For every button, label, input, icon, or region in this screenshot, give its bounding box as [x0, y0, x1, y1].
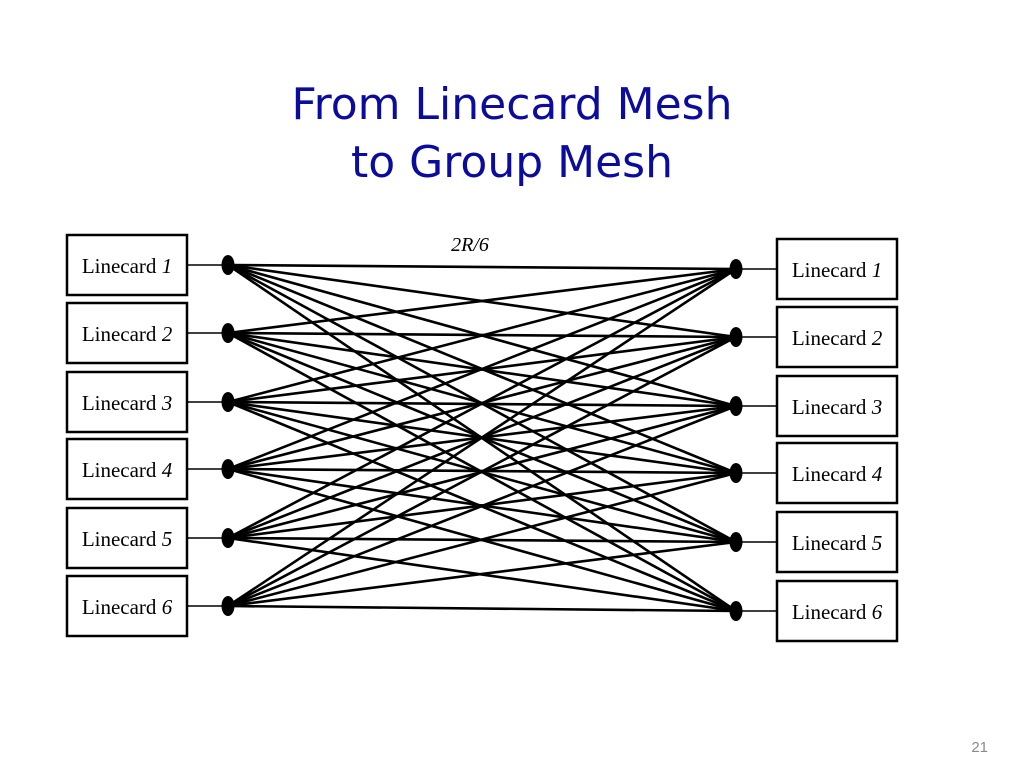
mesh-link-6-1: [227, 267, 737, 608]
left-linecard-number-2: 2: [162, 322, 173, 346]
right-linecard-box-3: [775, 374, 899, 438]
right-node-3: [729, 396, 743, 416]
right-linecard-name-3: Linecard: [792, 395, 872, 419]
left-node-5: [221, 528, 235, 548]
left-linecard-label-2: Linecard 2: [82, 322, 173, 346]
mesh-link-6-2: [227, 335, 737, 608]
right-node-4: [729, 463, 743, 483]
left-linecard-label-1: Linecard 1: [82, 254, 172, 278]
left-linecard-label-3: Linecard 3: [82, 391, 172, 415]
mesh-link-3-1: [227, 267, 737, 404]
right-linecard-number-6: 6: [872, 600, 883, 624]
mesh-link-6-6: [227, 604, 737, 613]
mesh-link-1-1: [227, 263, 737, 271]
right-linecard-number-2: 2: [872, 326, 883, 350]
left-linecard-name-6: Linecard: [82, 595, 162, 619]
left-linecard-name-4: Linecard: [82, 458, 162, 482]
right-linecard-number-4: 4: [872, 462, 883, 486]
left-linecard-label-5: Linecard 5: [82, 527, 172, 551]
left-linecard-name-1: Linecard: [82, 254, 162, 278]
right-node-2: [729, 327, 743, 347]
left-node-2: [221, 323, 235, 343]
left-linecard-number-1: 1: [162, 254, 173, 278]
connection-nodes: [221, 255, 743, 621]
left-linecard-number-5: 5: [162, 527, 173, 551]
right-linecard-box-6: [775, 579, 899, 643]
right-linecard-label-2: Linecard 2: [792, 326, 883, 350]
left-linecard-box-1: [65, 233, 189, 297]
left-linecard-label-4: Linecard 4: [82, 458, 173, 482]
mesh-link-5-1: [227, 267, 737, 540]
right-linecard-number-5: 5: [872, 531, 883, 555]
left-linecard-number-6: 6: [162, 595, 173, 619]
left-node-4: [221, 459, 235, 479]
right-linecard-name-5: Linecard: [792, 531, 872, 555]
slide-title: From Linecard Mesh to Group Mesh: [0, 76, 1024, 192]
page-number: 21: [971, 739, 988, 756]
right-linecard-number-1: 1: [872, 258, 883, 282]
mesh-link-6-5: [227, 540, 737, 608]
right-linecard-name-6: Linecard: [792, 600, 872, 624]
right-linecard-label-5: Linecard 5: [792, 531, 882, 555]
mesh-link-6-3: [227, 404, 737, 608]
left-linecard-number-3: 3: [161, 391, 173, 415]
title-line-2: to Group Mesh: [351, 137, 673, 188]
right-linecard-label-3: Linecard 3: [792, 395, 882, 419]
left-node-6: [221, 596, 235, 616]
right-linecard-label-4: Linecard 4: [792, 462, 883, 486]
left-linecard-name-2: Linecard: [82, 322, 162, 346]
mesh-link-2-1: [227, 267, 737, 335]
left-node-1: [221, 255, 235, 275]
right-linecard-name-2: Linecard: [792, 326, 872, 350]
left-node-3: [221, 392, 235, 412]
right-linecard-label-1: Linecard 1: [792, 258, 882, 282]
right-linecard-box-1: [775, 237, 899, 301]
right-linecard-number-3: 3: [871, 395, 883, 419]
right-linecard-name-4: Linecard: [792, 462, 872, 486]
left-linecard-label-6: Linecard 6: [82, 595, 173, 619]
right-linecard-box-2: [775, 305, 899, 369]
left-linecard-box-4: [65, 437, 189, 501]
left-linecard-name-3: Linecard: [82, 391, 162, 415]
mesh-link-6-4: [227, 471, 737, 608]
mesh-links: [227, 263, 737, 613]
right-node-6: [729, 601, 743, 621]
right-linecard-name-1: Linecard: [792, 258, 872, 282]
left-linecard-box-6: [65, 574, 189, 638]
left-linecard-box-3: [65, 370, 189, 434]
left-linecard-box-5: [65, 506, 189, 570]
left-linecard-name-5: Linecard: [82, 527, 162, 551]
title-line-1: From Linecard Mesh: [291, 79, 733, 130]
mesh-link-4-1: [227, 267, 737, 471]
left-linecard-number-4: 4: [162, 458, 173, 482]
right-node-1: [729, 259, 743, 279]
right-node-5: [729, 532, 743, 552]
link-rate-label: 2R/6: [451, 234, 489, 256]
right-linecard-label-6: Linecard 6: [792, 600, 883, 624]
